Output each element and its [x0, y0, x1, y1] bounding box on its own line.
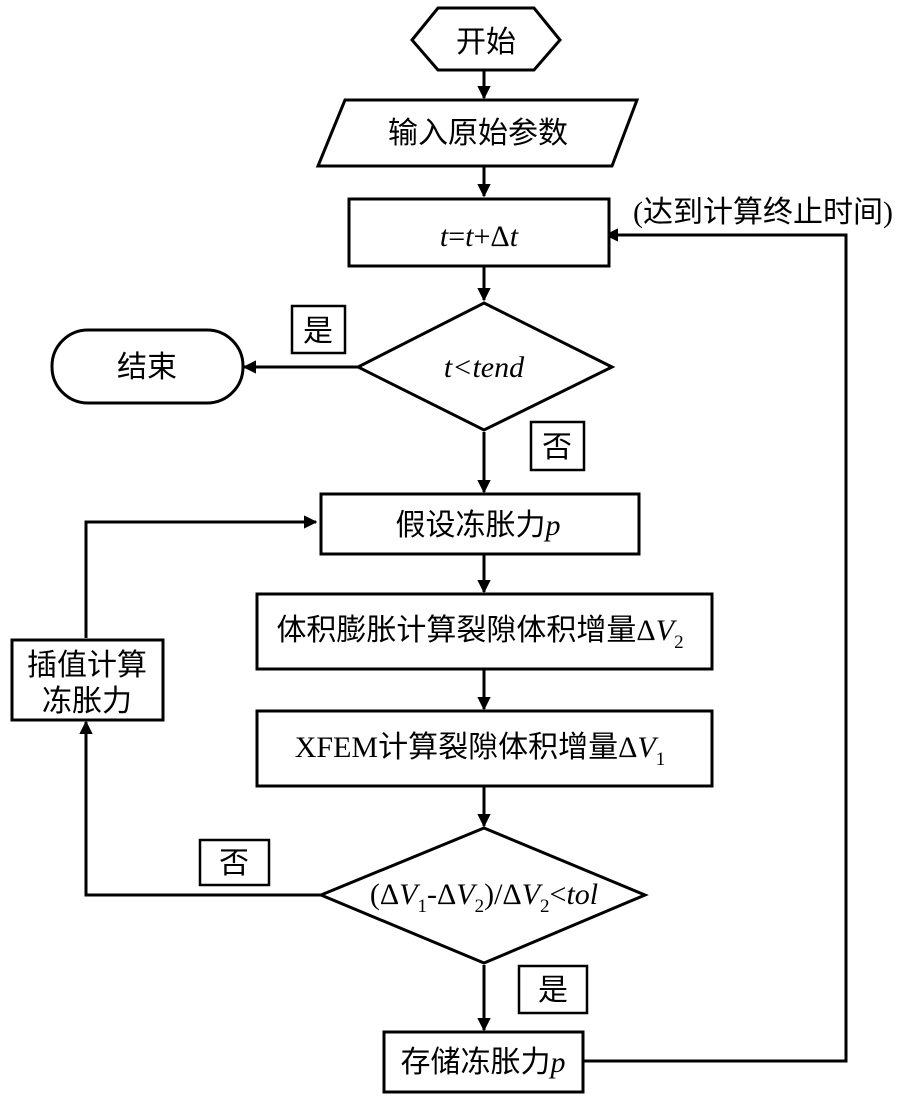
assume-pressure-label: 假设冻胀力p	[396, 509, 561, 542]
time-step-node: t=t+Δt	[347, 197, 611, 268]
xfem-node: XFEM计算裂隙体积增量ΔV1	[255, 709, 714, 788]
end-node: 结束	[50, 328, 245, 405]
edge-label-end-no-text: 否	[542, 431, 572, 464]
start-label: 开始	[456, 26, 516, 59]
edge-label-tol-no-text: 否	[219, 847, 249, 880]
assume-pressure-node: 假设冻胀力p	[319, 492, 641, 556]
input-node: 输入原始参数	[315, 98, 640, 168]
edge-interpolate-assume	[84, 515, 318, 638]
tolerance-decision: (ΔV1-ΔV2)/ΔV2<tol	[317, 826, 649, 965]
volume-expansion-label: 体积膨胀计算裂隙体积增量ΔV2	[276, 614, 683, 653]
edge-label-end-no: 否	[529, 420, 586, 472]
end-check-decision: t<tend	[354, 301, 616, 432]
store-pressure-node: 存储冻胀力p	[382, 1030, 585, 1094]
edge-label-loop-back: (达到计算终止时间)	[633, 196, 893, 229]
edge-tolerance-interpolate	[79, 720, 321, 897]
edge-label-end-yes: 是	[290, 304, 347, 355]
xfem-label: XFEM计算裂隙体积增量ΔV1	[295, 731, 665, 770]
edge-label-tol-no: 否	[198, 838, 271, 887]
interpolate-pressure-node: 插值计算 冻胀力	[10, 638, 165, 722]
store-pressure-label: 存储冻胀力p	[401, 1046, 566, 1079]
end-label: 结束	[117, 351, 177, 384]
input-label: 输入原始参数	[388, 117, 568, 150]
edge-store-timestep	[583, 228, 848, 1063]
start-node: 开始	[410, 6, 562, 72]
interpolate-line-1: 插值计算	[27, 649, 147, 682]
end-check-label: t<tend	[444, 351, 525, 384]
volume-expansion-node: 体积膨胀计算裂隙体积增量ΔV2	[255, 592, 714, 671]
tolerance-label: (ΔV1-ΔV2)/ΔV2<tol	[370, 878, 598, 917]
edge-label-tol-yes: 是	[517, 964, 589, 1015]
time-step-label: t=t+Δt	[440, 220, 519, 253]
edge-label-tol-yes-text: 是	[538, 974, 568, 1007]
interpolate-line-2: 冻胀力	[42, 685, 132, 718]
edge-label-end-yes-text: 是	[303, 315, 333, 348]
